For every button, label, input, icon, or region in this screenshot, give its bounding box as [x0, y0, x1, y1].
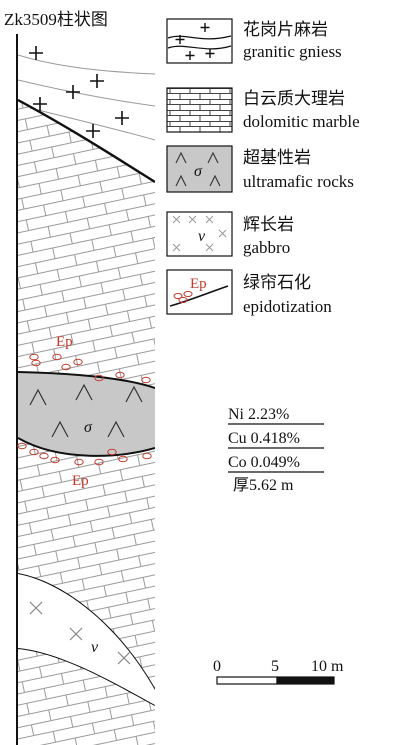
epidote-oval	[29, 353, 39, 361]
legend-en-granitic-gneiss: granitic gniess	[243, 42, 342, 61]
legend-swatch-dolomitic-marble	[166, 87, 233, 133]
scale-tick-0: 0	[213, 658, 221, 675]
legend-en-ultramafic-rocks: ultramafic rocks	[243, 172, 354, 191]
legend-item-granitic-gneiss: 花岗片麻岩 granitic gniess	[166, 18, 342, 64]
scale-bar: 0 5 10 m	[213, 658, 344, 685]
epidote-oval	[29, 448, 39, 456]
ultramafic-chevrons	[29, 383, 143, 438]
orebody-annotation: Ni 2.23% Cu 0.418% Co 0.049% 厚5.62 m	[228, 406, 324, 494]
ep-label-upper: Ep	[56, 334, 73, 350]
legend-cn-granitic-gneiss: 花岗片麻岩	[243, 20, 328, 39]
legend-item-epidotization: Ep 绿帘石化 epidotization	[166, 269, 332, 316]
legend-cn-epidotization: 绿帘石化	[243, 273, 311, 292]
gabbro-symbol: v	[91, 639, 99, 656]
legend-item-dolomitic-marble: 白云质大理岩 dolomitic marble	[166, 87, 360, 133]
legend-symbol-gabbro: v	[198, 228, 206, 245]
gneiss-plus-symbols	[29, 46, 129, 138]
epidote-oval	[94, 374, 104, 382]
figure-title: Zk3509柱状图	[4, 10, 108, 29]
epidote-oval	[31, 359, 41, 367]
gneiss-contact	[18, 98, 155, 184]
legend-cn-gabbro: 辉长岩	[243, 215, 294, 234]
epidote-oval	[115, 371, 125, 379]
epidote-oval	[118, 455, 128, 463]
legend-swatch-granitic-gneiss	[166, 18, 233, 64]
legend-cn-dolomitic-marble: 白云质大理岩	[243, 89, 345, 108]
scale-bar-white-segment	[216, 676, 278, 685]
legend-item-gabbro: v 辉长岩 gabbro	[166, 211, 294, 257]
cu-grade: Cu 0.418%	[228, 430, 300, 447]
legend: 花岗片麻岩 granitic gniess 白云质大理岩 dolomitic m…	[166, 18, 360, 316]
epidote-oval	[17, 442, 27, 450]
epidote-oval	[39, 452, 49, 460]
co-grade: Co 0.049%	[228, 454, 300, 471]
scale-tick-10: 10 m	[311, 658, 344, 675]
scale-bar-black-segment	[276, 676, 335, 685]
orebody-thickness: 厚5.62 m	[233, 477, 294, 494]
epidote-oval	[107, 448, 117, 456]
ultramafic-symbol: σ	[84, 419, 93, 436]
epidote-markers	[17, 353, 152, 466]
ni-grade: Ni 2.23%	[228, 406, 289, 423]
epidote-oval	[50, 456, 60, 464]
scale-tick-5: 5	[271, 658, 279, 675]
legend-en-epidotization: epidotization	[243, 297, 332, 316]
legend-symbol-epidotization: Ep	[190, 276, 207, 292]
ep-label-lower: Ep	[72, 473, 89, 489]
legend-en-dolomitic-marble: dolomitic marble	[243, 112, 360, 131]
legend-item-ultramafic-rocks: σ 超基性岩 ultramafic rocks	[166, 145, 354, 193]
epidote-oval	[142, 452, 152, 460]
epidote-oval	[52, 353, 62, 361]
legend-symbol-ultramafic: σ	[194, 163, 203, 180]
legend-swatch-epidotization	[166, 269, 233, 315]
legend-swatch-ultramafic-rocks	[166, 145, 233, 193]
granitic-gneiss-unit	[18, 34, 155, 182]
epidote-oval	[74, 458, 84, 466]
ultramafic-unit	[18, 372, 155, 456]
gabbro-x-symbols	[29, 601, 131, 665]
epidote-oval	[141, 376, 151, 384]
epidote-oval	[94, 458, 104, 466]
epidote-oval	[73, 358, 83, 366]
borehole-column	[18, 34, 155, 745]
epidote-oval	[61, 363, 71, 371]
legend-en-gabbro: gabbro	[243, 238, 290, 257]
legend-cn-ultramafic-rocks: 超基性岩	[243, 148, 311, 167]
